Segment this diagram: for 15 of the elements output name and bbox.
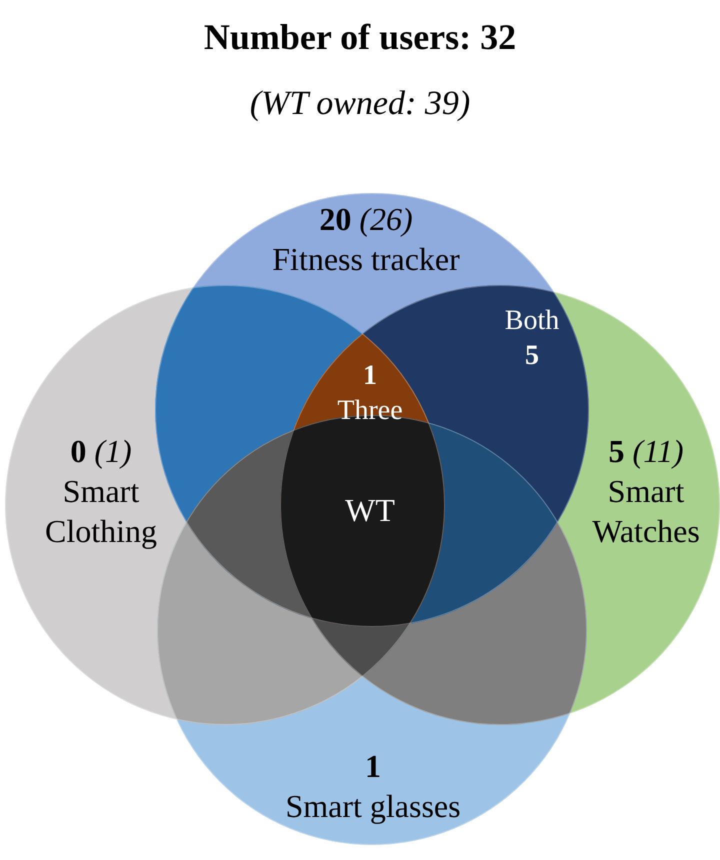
venn-label: Smart glasses [285, 787, 461, 826]
subtitle: (WT owned: 39) [248, 84, 472, 124]
venn-label: 20 (26) [319, 200, 413, 239]
venn-label: Three [337, 394, 403, 428]
venn-label: 5 [525, 339, 539, 373]
venn-label: Fitness tracker [272, 240, 460, 279]
venn-label: 5 (11) [608, 432, 684, 471]
venn-label: WT [345, 491, 395, 530]
venn-label: Smart Clothing [44, 472, 158, 551]
venn-label: Both [504, 304, 560, 338]
chart-title: Number of users: 32 [202, 16, 518, 59]
venn-label: 0 (1) [70, 432, 132, 471]
venn-label: Smart Watches [591, 472, 701, 551]
venn-label: 1 [363, 359, 377, 393]
venn-label: 1 [365, 747, 381, 786]
